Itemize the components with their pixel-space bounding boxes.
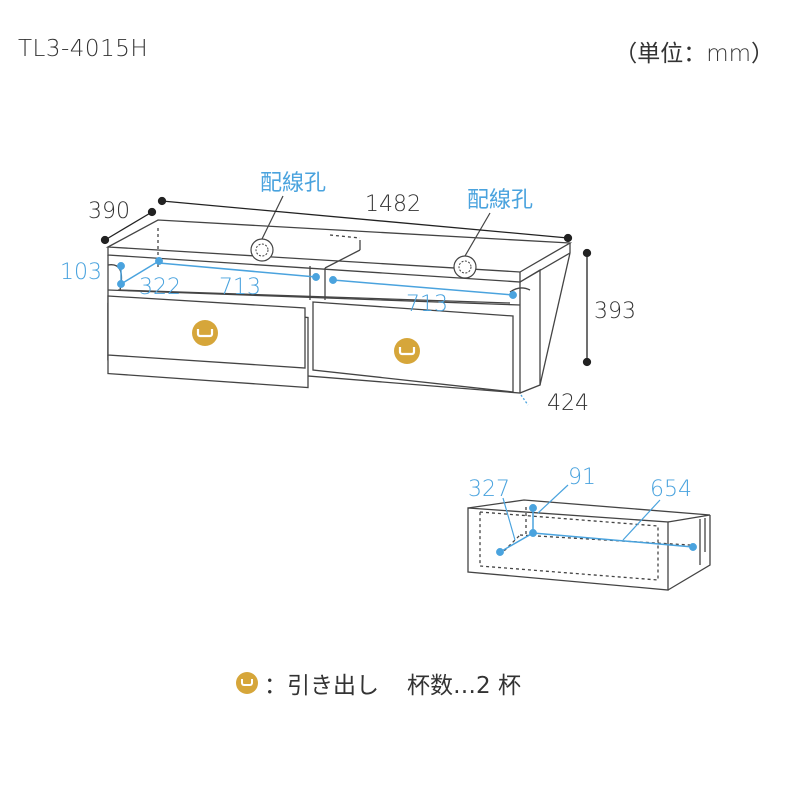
cable-hole-right	[453, 255, 477, 279]
dim-inner-height: 103	[60, 260, 102, 285]
dim-width: 1482	[365, 192, 421, 217]
dim-inner-width-left: 713	[219, 275, 261, 300]
dim-inner-depth: 322	[139, 275, 181, 300]
cable-hole-left	[250, 238, 274, 262]
tv-board	[105, 219, 573, 394]
model-number: TL3-4015H	[18, 36, 149, 62]
legend-text: ：引き出し	[264, 673, 379, 699]
drawer-handle-icon	[236, 672, 258, 694]
dim-inner-width-right: 713	[406, 292, 448, 317]
cable-hole-label-left: 配線孔	[260, 171, 326, 196]
cable-hole-label-right: 配線孔	[467, 188, 533, 213]
dim-base-depth: 424	[547, 391, 589, 416]
drawer-dim-height: 91	[568, 465, 596, 490]
drawer-handle-icon	[192, 320, 218, 346]
dim-depth: 390	[88, 199, 130, 224]
drawer-dim-width: 654	[650, 477, 692, 502]
dim-height: 393	[594, 299, 636, 324]
side-panel	[519, 268, 541, 394]
drawer-dim-depth: 327	[468, 477, 510, 502]
legend-count: 杯数…2 杯	[407, 673, 521, 699]
unit-label: （単位：mm）	[614, 41, 774, 67]
legend: ：引き出し 杯数…2 杯	[236, 666, 521, 700]
drawer-handle-icon	[394, 338, 420, 364]
